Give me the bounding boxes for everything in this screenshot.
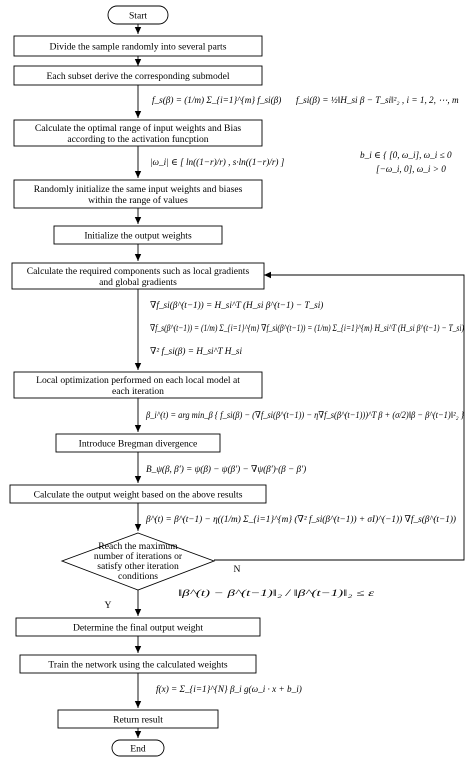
- step-gradients-label-1: Calculate the required components such a…: [27, 266, 250, 277]
- step-divide-sample: Divide the sample randomly into several …: [13, 35, 263, 57]
- decision-yes-label: Y: [105, 600, 112, 611]
- edge-decision-no-loop: [214, 271, 465, 561]
- step-derive-submodel: Each subset derive the corresponding sub…: [13, 65, 263, 86]
- step-init-input-weights: Randomly initialize the same input weigh…: [13, 179, 263, 209]
- formula-submodel-loss: f_si(β) = ½‖H_si β − T_si‖²₂ , i = 1, 2,…: [296, 95, 459, 105]
- formula-network: f(x) = Σ_{i=1}^{N} β_i g(ω_i · x + b_i): [156, 684, 302, 694]
- formula-bias-range-1: b_i ∈ { [0, ω_i], ω_i ≤ 0: [360, 150, 452, 160]
- step-optimal-range-label-2: according to the activation funcption: [67, 134, 208, 145]
- formula-stop-criterion: ‖β^(t) − β^(t−1)‖₂ / ‖β^(t−1)‖₂ ≤ ε: [178, 588, 375, 598]
- decision-no-label: N: [234, 564, 241, 575]
- decision-label-4: conditions: [118, 571, 158, 582]
- start-label: Start: [129, 11, 147, 22]
- formula-submodel-sum: f_s(β) = (1/m) Σ_{i=1}^{m} f_si(β): [152, 95, 281, 105]
- step-bregman: Introduce Bregman divergence: [55, 433, 221, 453]
- end-node: End: [111, 739, 165, 757]
- step-return-result: Return result: [57, 709, 219, 729]
- step-optimal-range: Calculate the optimal range of input wei…: [13, 119, 263, 147]
- start-node: Start: [107, 5, 169, 25]
- step-init-input-weights-label-1: Randomly initialize the same input weigh…: [34, 184, 243, 195]
- step-init-output-weights-label: Initialize the output weights: [84, 231, 192, 242]
- formula-bias-range-2: [−ω_i, 0], ω_i > 0: [376, 164, 446, 174]
- flowchart-edges: [134, 24, 465, 738]
- step-final-weight: Determine the final output weight: [15, 617, 261, 637]
- step-train-network-label: Train the network using the calculated w…: [48, 660, 227, 671]
- formula-update: β^(t) = β^(t−1) − η((1/m) Σ_{i=1}^{m} (∇…: [145, 514, 456, 524]
- decision-label-3: satisfy other iteration: [97, 561, 179, 572]
- step-train-network: Train the network using the calculated w…: [19, 654, 257, 674]
- step-gradients-label-2: and global gradients: [99, 277, 177, 288]
- step-bregman-label: Introduce Bregman divergence: [79, 439, 198, 450]
- step-divide-sample-label: Divide the sample randomly into several …: [50, 42, 227, 53]
- formula-local-optimization: β_i^(t) = arg min_β { f_si(β) − (∇f_si(β…: [145, 410, 464, 420]
- step-optimal-range-label-1: Calculate the optimal range of input wei…: [35, 123, 241, 134]
- step-return-result-label: Return result: [113, 715, 163, 726]
- step-init-input-weights-label-2: within the range of values: [88, 195, 188, 206]
- formula-grad-global: ∇f_s(β^(t−1)) = (1/m) Σ_{i=1}^{m} ∇f_si(…: [150, 323, 464, 333]
- end-label: End: [130, 744, 146, 755]
- step-output-weight-label: Calculate the output weight based on the…: [34, 490, 243, 501]
- step-gradients: Calculate the required components such a…: [11, 262, 265, 290]
- step-local-optimization-label-2: each iteration: [112, 386, 164, 397]
- step-init-output-weights: Initialize the output weights: [53, 225, 223, 245]
- decision-stop-condition: Reach the maximum number of iterations o…: [60, 532, 216, 591]
- step-final-weight-label: Determine the final output weight: [73, 623, 203, 634]
- step-derive-submodel-label: Each subset derive the corresponding sub…: [46, 71, 229, 82]
- formula-grad-local: ∇f_si(β^(t−1)) = H_si^T (H_si β^(t−1) − …: [150, 300, 323, 310]
- decision-label-2: number of iterations or: [94, 551, 183, 562]
- step-local-optimization-label-1: Local optimization performed on each loc…: [36, 375, 240, 386]
- formula-bregman: B_ψ(β, β′) = ψ(β) − ψ(β′) − ∇ψ(β′)·(β − …: [146, 464, 306, 474]
- step-output-weight: Calculate the output weight based on the…: [9, 484, 267, 504]
- decision-label-1: Reach the maximum: [98, 541, 178, 552]
- formula-weight-range: |ω_i| ∈ [ ln((1−r)/r) , s·ln((1−r)/r) ]: [150, 157, 285, 167]
- formula-hessian: ∇² f_si(β) = H_si^T H_si: [150, 346, 243, 356]
- step-local-optimization: Local optimization performed on each loc…: [13, 371, 263, 399]
